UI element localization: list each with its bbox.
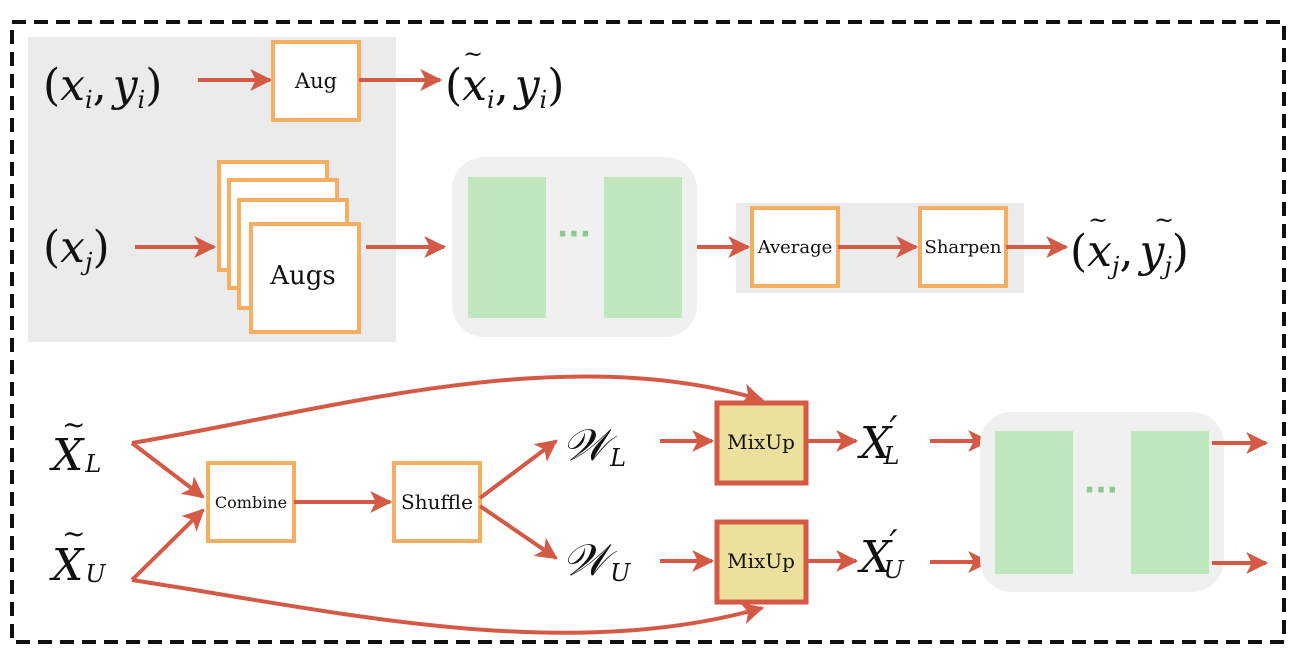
unlabeled-input-math: (xj) xyxy=(43,222,110,276)
paren-open: ( xyxy=(43,60,60,111)
paren-close: ) xyxy=(1172,226,1189,277)
network-ellipsis: ··· xyxy=(1084,473,1118,508)
arrow-xu-to-combine xyxy=(130,508,205,582)
var-x: x xyxy=(1087,226,1112,277)
sub-L: L xyxy=(883,442,900,470)
tilde-accent: ~ xyxy=(1088,206,1108,234)
mixed-labeled-math: 𝒲L xyxy=(562,420,626,472)
paren-close: ) xyxy=(145,60,162,111)
paren-close: ) xyxy=(92,222,109,273)
paren-open: ( xyxy=(1070,226,1087,277)
aug-box xyxy=(271,40,361,122)
mixup-u-label: MixUp xyxy=(727,549,795,573)
sub-i: i xyxy=(540,86,548,114)
var-y: y xyxy=(111,60,139,111)
average-box xyxy=(750,206,840,288)
arrow-xl-to-mixup-l xyxy=(131,374,765,445)
network-layer xyxy=(995,431,1073,574)
mixup-l-label: MixUp xyxy=(727,430,795,454)
var-X: X xyxy=(857,418,893,469)
tilde-accent: ~ xyxy=(463,40,483,68)
sub-U: U xyxy=(85,560,106,588)
labeled-input-math: (xi,yi) xyxy=(43,60,162,114)
sub-L: L xyxy=(84,450,101,478)
arrow-xu-to-mixup-u xyxy=(131,578,765,635)
sub-U: U xyxy=(884,556,905,584)
var-X: X xyxy=(49,430,85,481)
var-y: y xyxy=(1137,226,1165,277)
var-y: y xyxy=(513,60,541,111)
comma: , xyxy=(495,60,509,111)
var-x: x xyxy=(60,222,85,273)
network-top: ··· xyxy=(452,157,697,337)
arrow-xl-to-combine xyxy=(130,441,205,499)
network-layer xyxy=(468,177,546,318)
combine-label: Combine xyxy=(215,493,287,512)
aug-label: Aug xyxy=(294,69,337,93)
var-x: x xyxy=(60,60,85,111)
mixed-unlabeled-output-math: X′U xyxy=(857,524,905,584)
mixup-u-box xyxy=(714,519,809,605)
arrow-shuffle-to-wl xyxy=(478,439,558,500)
mixed-labeled-output-math: X′L xyxy=(857,410,899,470)
augs-label: Augs xyxy=(269,261,336,291)
sub-i: i xyxy=(138,86,146,114)
mixed-unlabeled-math: 𝒲U xyxy=(562,535,631,587)
network-layer xyxy=(1131,431,1209,574)
unlabeled-batch-math: XU xyxy=(49,540,106,591)
labeled-batch-math: XL xyxy=(49,430,101,481)
tilde-accent: ~ xyxy=(1154,206,1174,234)
paren-open: ( xyxy=(445,60,462,111)
var-X: X xyxy=(857,532,893,583)
mixup-l-box xyxy=(714,400,809,486)
tilde-accent: ~ xyxy=(62,408,85,441)
combine-box xyxy=(206,461,296,543)
sub-i: i xyxy=(85,86,93,114)
var-x: x xyxy=(462,60,487,111)
augs-stack: Augs xyxy=(217,160,361,334)
network-ellipsis: ··· xyxy=(557,217,591,252)
sub-L: L xyxy=(609,444,626,472)
comma: , xyxy=(93,60,107,111)
average-label: Average xyxy=(757,237,833,258)
paren-open: ( xyxy=(43,222,60,273)
arrow-shuffle-to-wu xyxy=(478,504,558,560)
paren-close: ) xyxy=(547,60,564,111)
labeled-output-math: (xi,yi) xyxy=(445,60,564,114)
var-X: X xyxy=(49,540,85,591)
shuffle-box xyxy=(392,461,482,543)
augs-card xyxy=(249,222,361,334)
comma: , xyxy=(1119,226,1133,277)
sharpen-box xyxy=(918,206,1008,288)
network-layer xyxy=(604,177,682,318)
prime: ′ xyxy=(889,524,897,565)
sub-i: i xyxy=(487,86,495,114)
prime: ′ xyxy=(889,410,897,451)
sharpen-label: Sharpen xyxy=(924,237,1001,258)
network-bottom: ··· xyxy=(980,412,1224,592)
unlabeled-output-math: (xj,yj) xyxy=(1070,226,1189,280)
tilde-accent: ~ xyxy=(62,517,85,550)
shuffle-label: Shuffle xyxy=(401,490,473,514)
sub-U: U xyxy=(610,559,631,587)
